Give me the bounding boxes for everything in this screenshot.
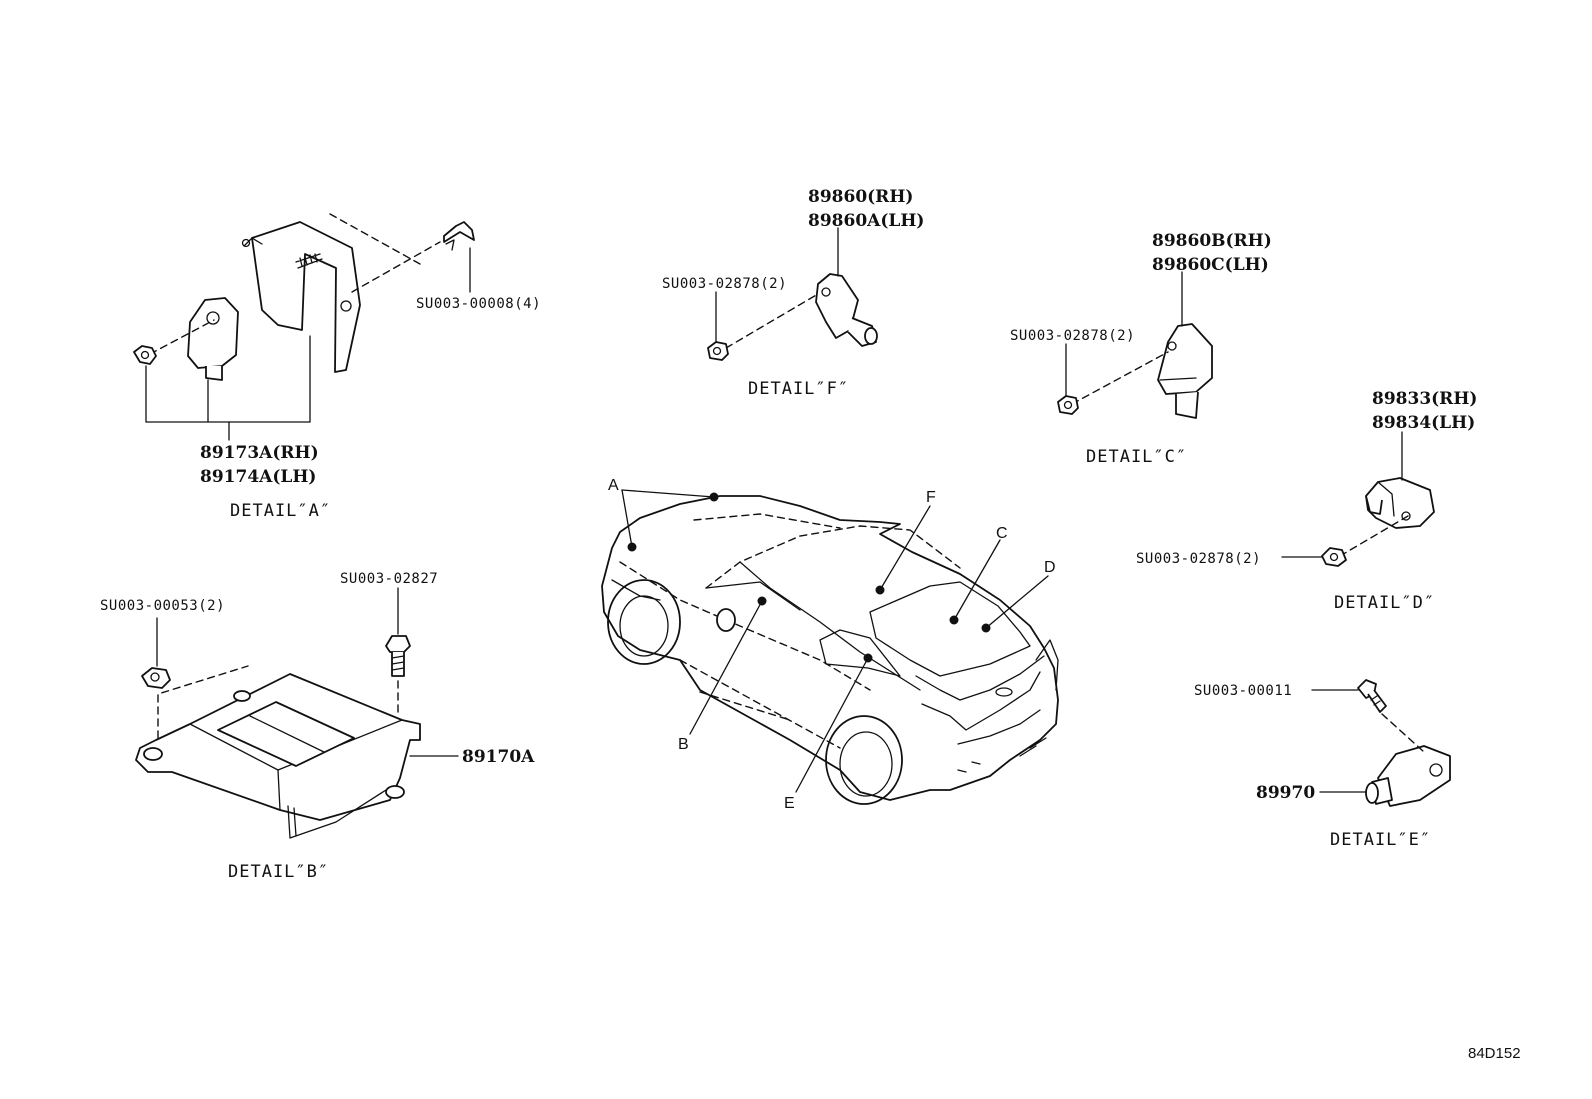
detail-f-group <box>707 227 878 361</box>
detail-c-sensor <box>1157 323 1213 395</box>
detail-e-bolt <box>1357 679 1387 713</box>
detail-a-part-rh: 89173A(RH) <box>200 443 319 463</box>
detail-a-title: DETAIL″A″ <box>230 501 331 521</box>
detail-c-part-lh: 89860C(LH) <box>1152 255 1269 275</box>
detail-e-bolt-label: SU003-00011 <box>1194 683 1292 699</box>
detail-a-nut <box>133 345 157 365</box>
detail-d-part-rh: 89833(RH) <box>1372 389 1477 409</box>
detail-c-group <box>1057 271 1213 419</box>
detail-c-title: DETAIL″C″ <box>1086 447 1187 467</box>
detail-d-nut <box>1321 547 1347 567</box>
detail-a-bolt <box>443 221 475 251</box>
detail-e-group <box>1311 679 1451 807</box>
detail-e-sensor <box>1377 745 1451 807</box>
location-d: D <box>1044 559 1056 576</box>
detail-f-nut-label: SU003-02878(2) <box>662 276 787 292</box>
detail-a-group <box>133 213 475 441</box>
location-e: E <box>784 795 795 812</box>
detail-a-sensor <box>187 297 239 369</box>
detail-f-part-lh: 89860A(LH) <box>808 211 924 231</box>
location-a: A <box>608 477 619 494</box>
location-c: C <box>996 525 1008 542</box>
detail-b-nut <box>141 667 171 689</box>
detail-d-group <box>1281 431 1435 567</box>
detail-c-nut <box>1057 395 1079 415</box>
detail-f-part-rh: 89860(RH) <box>808 187 913 207</box>
detail-a-bolt-label: SU003-00008(4) <box>416 296 541 312</box>
detail-b-title: DETAIL″B″ <box>228 862 329 882</box>
figure-reference: 84D152 <box>1468 1045 1521 1062</box>
detail-a-bracket <box>251 221 361 373</box>
detail-c-nut-label: SU003-02878(2) <box>1010 328 1135 344</box>
detail-b-nut-label: SU003-00053(2) <box>100 598 225 614</box>
detail-c-part-rh: 89860B(RH) <box>1152 231 1272 251</box>
detail-e-title: DETAIL″E″ <box>1330 830 1431 850</box>
location-f: F <box>926 489 936 506</box>
detail-f-title: DETAIL″F″ <box>748 379 849 399</box>
detail-a-part-lh: 89174A(LH) <box>200 467 316 487</box>
detail-d-part-lh: 89834(LH) <box>1372 413 1475 433</box>
detail-f-nut <box>707 341 729 361</box>
detail-d-sensor <box>1365 477 1435 529</box>
detail-b-bolt-label: SU003-02827 <box>340 571 438 587</box>
detail-b-part: 89170A <box>462 747 535 767</box>
car-illustration <box>601 495 1059 805</box>
detail-d-nut-label: SU003-02878(2) <box>1136 551 1261 567</box>
detail-e-part: 89970 <box>1256 783 1315 803</box>
detail-b-bolt <box>385 635 411 677</box>
detail-d-title: DETAIL″D″ <box>1334 593 1435 613</box>
location-b: B <box>678 736 689 753</box>
detail-b-group <box>135 587 459 839</box>
